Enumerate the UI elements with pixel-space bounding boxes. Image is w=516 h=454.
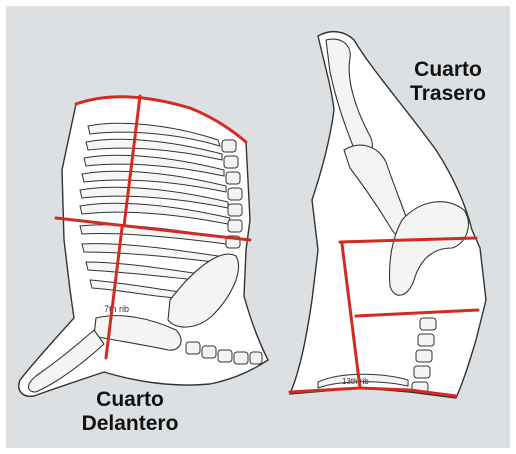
forequarter-label: Cuarto Delantero	[70, 388, 190, 436]
forequarter-label-line-1: Cuarto	[70, 388, 190, 412]
rib-annotation: 7th rib	[104, 304, 129, 314]
hindquarter-label-line-2: Trasero	[398, 82, 498, 106]
vertebra-annotation: 13th rib	[342, 377, 369, 386]
hindquarter-label-line-1: Cuarto	[398, 58, 498, 82]
forequarter-label-line-2: Delantero	[70, 412, 190, 436]
hindquarter-label: Cuarto Trasero	[398, 58, 498, 106]
